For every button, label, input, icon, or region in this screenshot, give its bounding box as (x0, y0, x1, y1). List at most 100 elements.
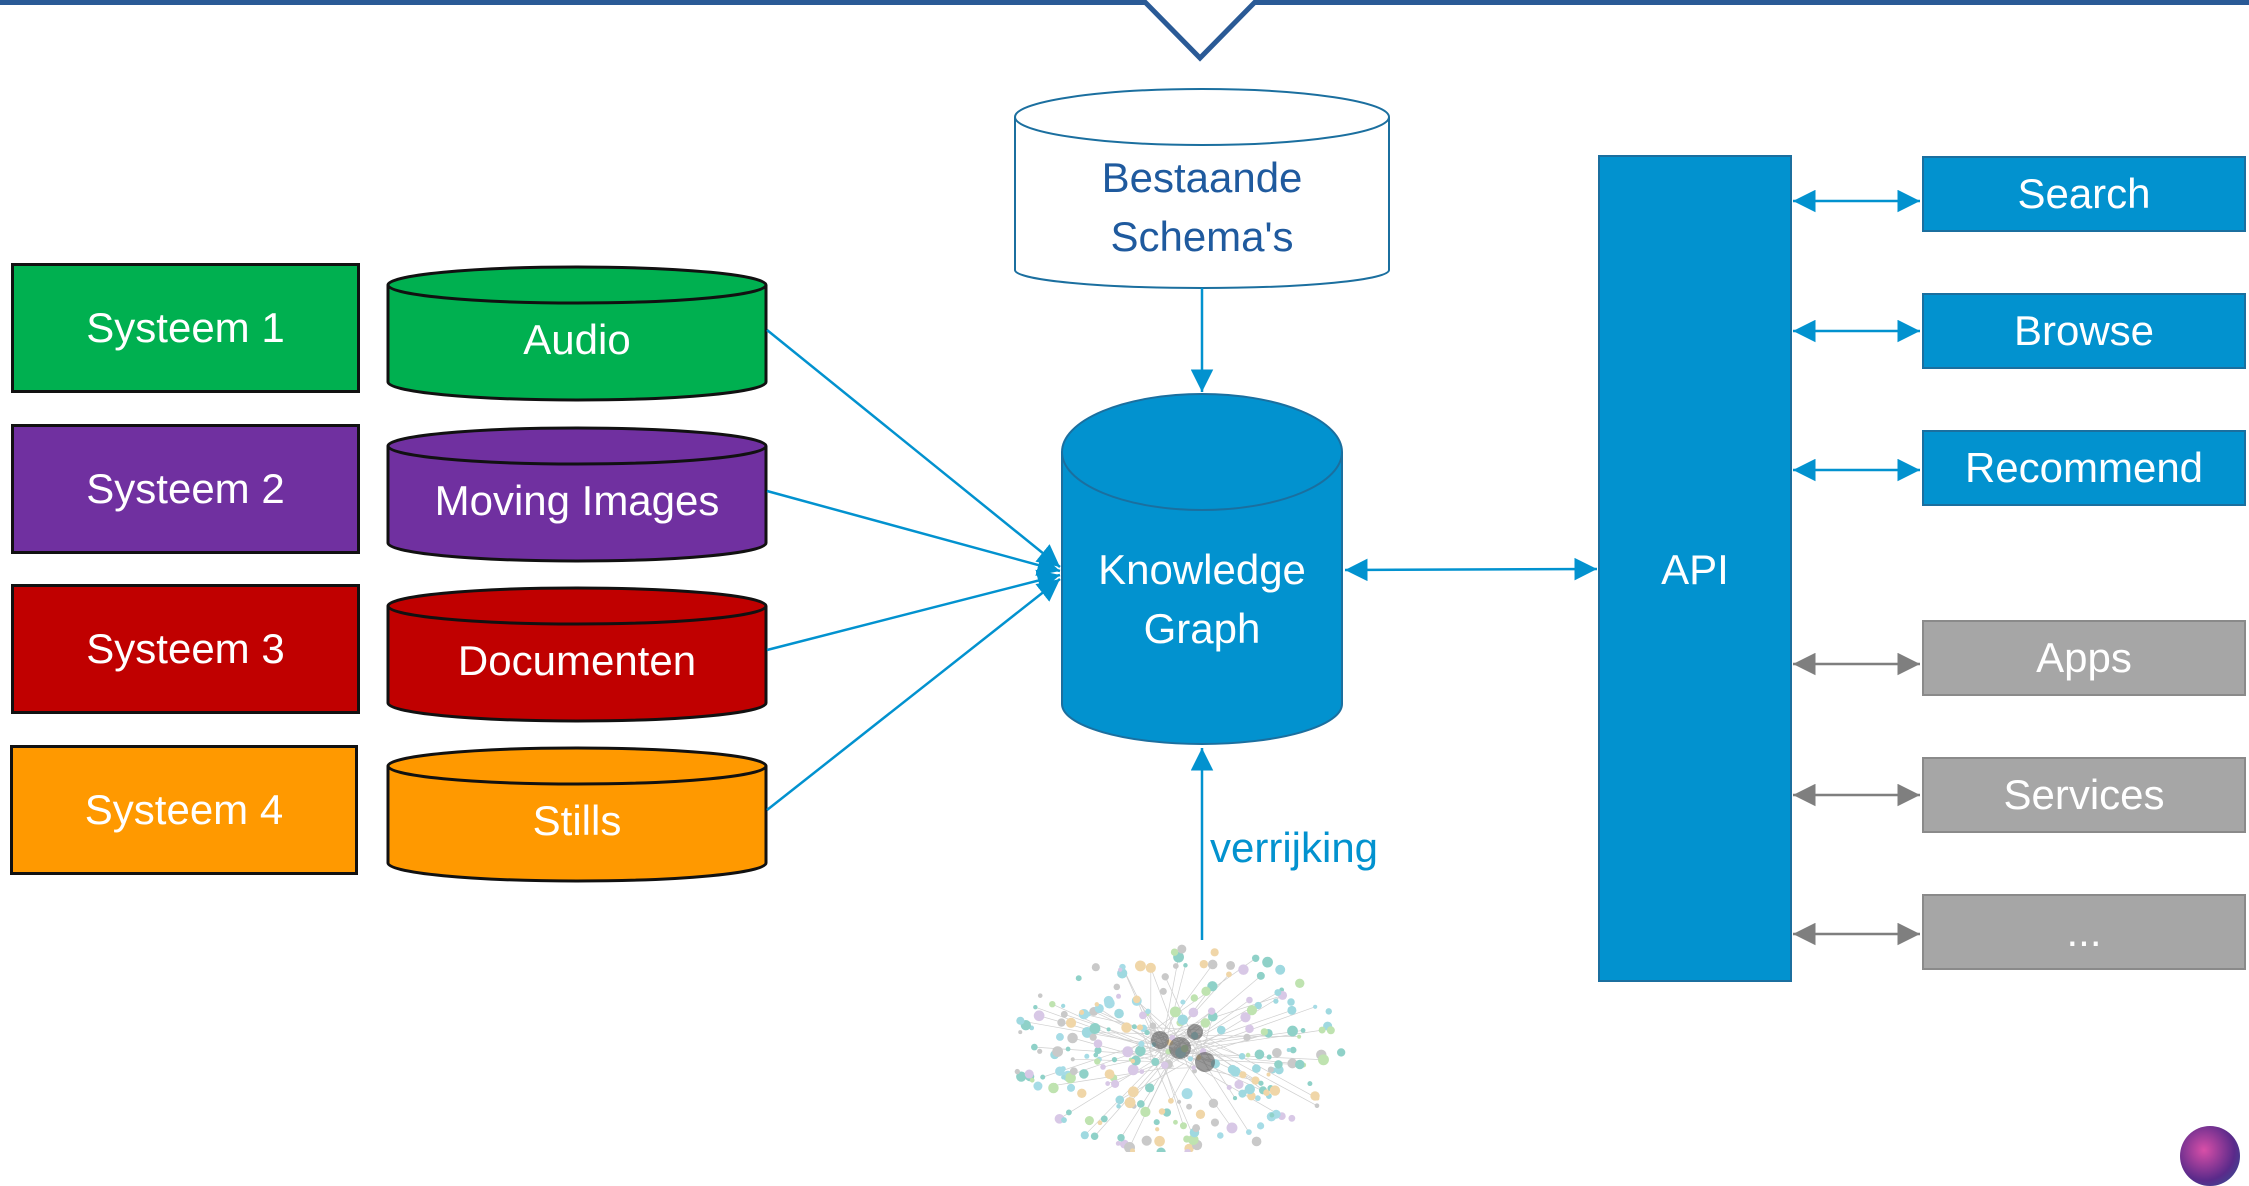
network-node (1177, 1015, 1188, 1026)
network-node (1154, 1119, 1160, 1125)
network-node (1128, 1086, 1139, 1097)
network-node (1104, 996, 1114, 1006)
system-1-box: Systeem 1 (11, 263, 360, 393)
network-node (1270, 1085, 1280, 1095)
network-node (1189, 1008, 1199, 1018)
source-documenten-label: Documenten (388, 624, 766, 698)
network-node (1290, 999, 1294, 1003)
network-node (1137, 1024, 1143, 1030)
network-node (1145, 1083, 1154, 1092)
network-node (1217, 1132, 1224, 1139)
network-node (1252, 1064, 1261, 1073)
network-node (1076, 975, 1082, 981)
network-node (1168, 1098, 1174, 1104)
network-node (1105, 1081, 1110, 1086)
network-node (1273, 999, 1278, 1004)
network-node (1180, 1000, 1185, 1005)
network-node (1116, 1141, 1121, 1146)
source-moving-images-label: Moving Images (388, 464, 766, 538)
network-node (1246, 1053, 1251, 1058)
api-label: API (1599, 540, 1791, 600)
network-node (1170, 1006, 1181, 1017)
network-edge (1163, 957, 1179, 1040)
network-node (1186, 1104, 1192, 1110)
network-node (1094, 1039, 1103, 1048)
network-node (1243, 1034, 1250, 1041)
network-node (1122, 1046, 1133, 1057)
network-node (1173, 963, 1179, 969)
network-node (1116, 1104, 1121, 1109)
network-hub-node (1195, 1052, 1215, 1072)
network-node (1060, 1066, 1065, 1071)
network-node (1079, 1069, 1089, 1079)
network-node (1290, 1047, 1297, 1054)
network-node (1327, 1026, 1335, 1034)
more-label: ... (2066, 908, 2101, 956)
network-node (1201, 1018, 1211, 1028)
network-node (1217, 1026, 1226, 1035)
knowledge-graph-label-line2: Graph (1144, 600, 1261, 659)
network-node (1125, 1097, 1136, 1108)
network-node (1295, 979, 1304, 988)
more-box: ... (1922, 894, 2246, 970)
network-node (1100, 1064, 1106, 1070)
network-node (1156, 1148, 1165, 1152)
arrow-graph-api (1345, 569, 1597, 570)
knowledge-graph-label-line1: Knowledge (1098, 541, 1306, 600)
network-node (1257, 1122, 1264, 1129)
network-node (1079, 1010, 1084, 1015)
network-node (1255, 1050, 1265, 1060)
network-node (1114, 984, 1121, 991)
network-node (1177, 1100, 1181, 1104)
recommend-box: Recommend (1922, 430, 2246, 506)
network-node (1191, 1065, 1195, 1069)
network-node (1098, 1120, 1103, 1125)
network-node (1255, 1095, 1261, 1101)
schemas-label: Bestaande Schema's (1015, 148, 1389, 268)
schemas-label-line1: Bestaande (1102, 149, 1303, 208)
network-node (1081, 1131, 1089, 1139)
network-node (1313, 1005, 1317, 1009)
network-node (1114, 1009, 1124, 1019)
network-node (1261, 1028, 1268, 1035)
network-node (1287, 1026, 1298, 1037)
network-node (1066, 1047, 1071, 1052)
network-node (1267, 1073, 1271, 1077)
network-node (1196, 1110, 1205, 1119)
network-node (1188, 1056, 1193, 1061)
network-node (1090, 1034, 1097, 1041)
network-hub-node (1169, 1037, 1191, 1059)
network-node (1288, 1115, 1295, 1122)
network-node (1040, 1075, 1045, 1080)
network-node (1258, 1081, 1263, 1086)
network-node (1155, 1127, 1159, 1131)
network-node (1208, 960, 1218, 970)
network-node (1226, 961, 1235, 970)
network-node (1315, 1103, 1320, 1108)
network-node (1160, 988, 1167, 995)
network-node (1274, 1060, 1283, 1069)
network-node (1094, 1058, 1100, 1064)
network-node (1227, 1085, 1232, 1090)
network-node (1066, 1110, 1072, 1116)
network-node (1252, 955, 1259, 962)
network-node (1262, 957, 1273, 968)
network-node (1116, 994, 1121, 999)
network-node (1208, 1008, 1215, 1015)
network-node (1144, 1030, 1149, 1035)
network-node (1310, 1091, 1319, 1100)
network-node (1061, 1075, 1066, 1080)
network-node (1092, 963, 1100, 971)
network-node (1287, 1006, 1296, 1015)
network-node (1337, 1048, 1345, 1056)
system-2-label: Systeem 2 (86, 465, 284, 513)
system-3-label: Systeem 3 (86, 625, 284, 673)
network-node (1252, 1137, 1262, 1147)
network-node (1067, 1033, 1078, 1044)
network-node (1307, 1081, 1312, 1086)
network-node (1150, 1022, 1157, 1029)
network-node (1192, 1124, 1200, 1132)
network-node (1246, 1129, 1252, 1135)
network-node (1091, 1132, 1099, 1140)
network-node (1272, 1048, 1282, 1058)
